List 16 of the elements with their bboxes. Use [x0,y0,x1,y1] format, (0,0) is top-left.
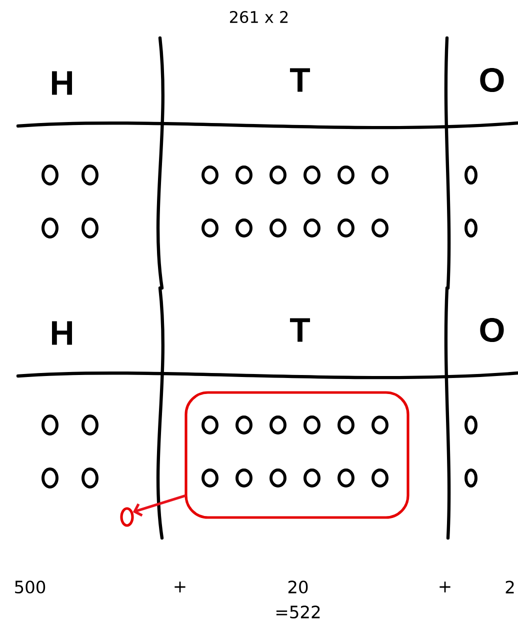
column-header: O [480,318,504,342]
column-header: O [480,68,504,92]
column-header: H [52,71,72,95]
equation-text: + [174,582,186,592]
equation-text: + [440,582,450,592]
grouping-loop [184,391,410,519]
column-header: H [52,321,72,345]
equation-text: 2 [506,580,514,594]
title: 261 x 2 [230,10,288,24]
equation-text: =522 [276,606,320,618]
column-header: T [290,68,310,92]
equation-text: 20 [288,580,308,594]
equation-text: 500 [15,580,46,594]
arrow [132,494,186,517]
column-header: T [290,318,310,342]
counter [120,507,134,527]
